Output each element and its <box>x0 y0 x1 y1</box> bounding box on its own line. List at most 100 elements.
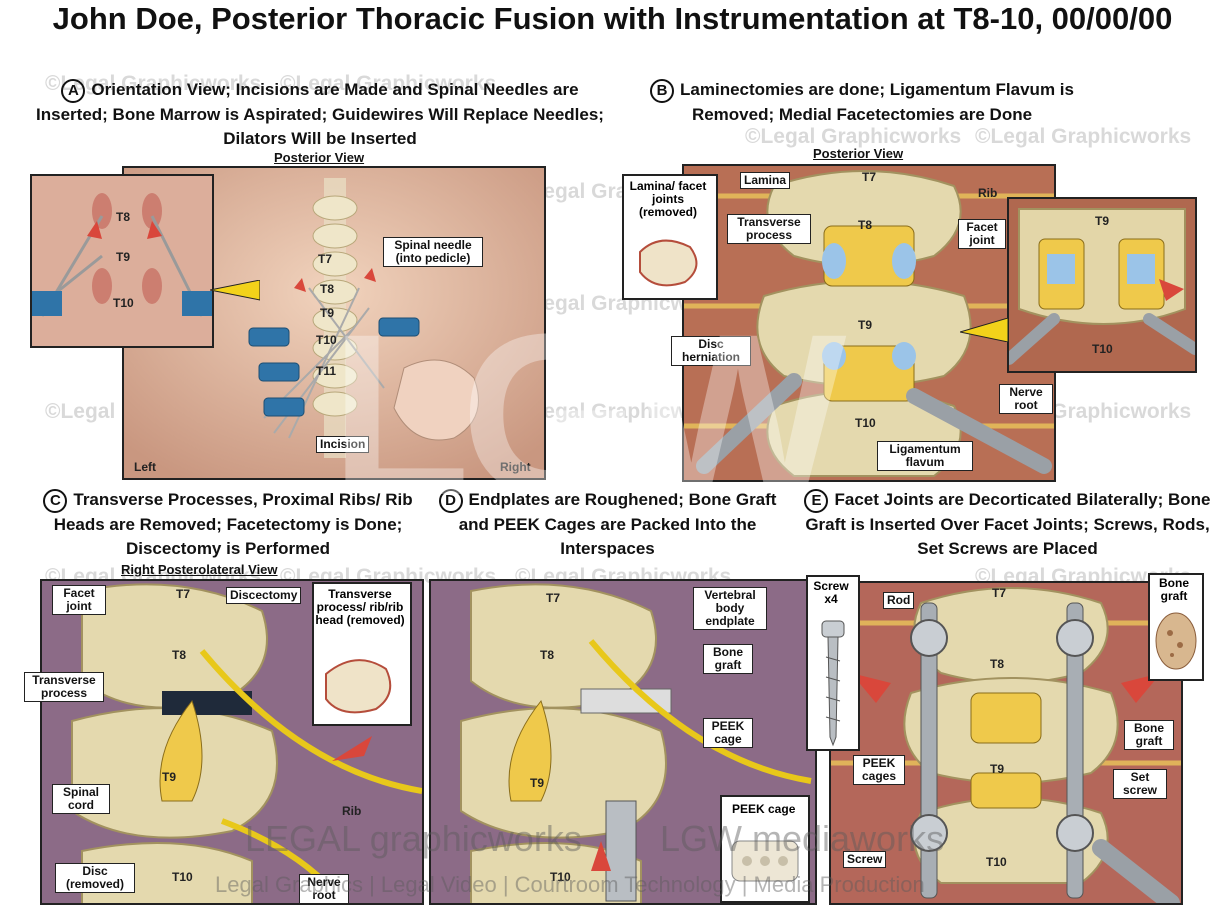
label-a-incision: Incision <box>316 436 370 453</box>
lgw-watermark-logo: LGW <box>330 286 846 543</box>
label-b-inset-t9: T9 <box>1095 214 1110 228</box>
label-d-t10: T10 <box>550 870 571 884</box>
label-d-bone-graft: Bone graft <box>703 644 753 674</box>
peek-cage-icon <box>731 840 799 882</box>
label-c-disc: Disc (removed) <box>55 863 135 893</box>
label-c-t10: T10 <box>172 870 193 884</box>
label-c-t7: T7 <box>176 587 191 601</box>
panel-d-peek-inset <box>720 795 810 903</box>
label-d-t9: T9 <box>530 776 545 790</box>
inset-laminectomy-illustration <box>1009 199 1195 371</box>
label-b-t8: T8 <box>858 218 873 232</box>
label-e-bone-graft: Bone graft <box>1124 720 1174 750</box>
label-e-set-screw: Set screw <box>1113 769 1167 799</box>
panel-b-removed-inset <box>622 174 718 300</box>
watermark: ©Legal Graphicworks <box>975 125 1192 148</box>
label-d-endplate: Vertebral body endplate <box>693 587 767 630</box>
label-e-screw-x4: Screw x4 <box>813 579 849 606</box>
footer-tagline: Legal Graphics | Legal Video | Courtroom… <box>215 872 925 897</box>
inset-needles-illustration <box>32 176 212 346</box>
panel-letter-c: C <box>43 488 68 513</box>
label-e-t10: T10 <box>986 855 1007 869</box>
label-e-bone-graft-top: Bone graft <box>1159 576 1189 603</box>
label-a-t7: T7 <box>318 252 333 266</box>
footer-brand-lgw: LGW mediaworks <box>660 818 945 859</box>
label-c-facet: Facet joint <box>52 585 106 615</box>
label-c-spinal-cord: Spinal cord <box>52 784 110 814</box>
label-e-screw: Screw <box>843 851 887 868</box>
label-b-nerve: Nerve root <box>999 384 1053 414</box>
label-b-transverse: Transverse process <box>727 214 811 244</box>
label-a-needle: Spinal needle (into pedicle) <box>383 237 483 267</box>
label-b-t9: T9 <box>858 318 873 332</box>
panel-letter-e: E <box>804 488 829 513</box>
watermark: ©Legal Graphicworks <box>515 400 732 423</box>
label-b-facet: Facet joint <box>958 219 1006 249</box>
label-a-left: Left <box>134 460 156 474</box>
inset-pointer-a <box>210 280 260 301</box>
caption-e-text: Facet Joints are Decorticated Bilaterall… <box>805 490 1211 558</box>
label-b-disc: Disc herniation <box>671 336 751 366</box>
removed-transverse-icon <box>325 659 392 714</box>
caption-c-text: Transverse Processes, Proximal Ribs/ Rib… <box>53 490 413 558</box>
panel-a-illustration <box>122 166 546 480</box>
panel-b-inset <box>1007 197 1197 373</box>
label-b-lamina-removed: Lamina/ facet joints (removed) <box>629 179 707 219</box>
footer-brand-legal: LEGAL graphicworks <box>245 818 582 859</box>
instrumentation-illustration <box>831 583 1181 903</box>
label-d-peek-inset: PEEK cage <box>732 802 796 816</box>
panel-e-screw-inset <box>806 575 860 751</box>
view-label-c: Right Posterolateral View <box>121 562 278 577</box>
label-c-t9: T9 <box>162 770 177 784</box>
caption-d-text: Endplates are Roughened; Bone Graft and … <box>458 490 777 558</box>
view-label-a: Posterior View <box>274 150 365 165</box>
removed-lamina-icon <box>639 239 698 287</box>
label-b-rib: Rib <box>978 186 998 200</box>
label-b-t7: T7 <box>862 170 877 184</box>
label-e-rod: Rod <box>883 592 915 609</box>
panel-c-removed-inset <box>312 582 412 726</box>
panel-e-graft-inset <box>1148 573 1204 681</box>
view-label-b: Posterior View <box>813 146 904 161</box>
label-b-lamina: Lamina <box>740 172 791 189</box>
page-title: John Doe, Posterior Thoracic Fusion with… <box>52 1 1173 36</box>
label-a-t9: T9 <box>320 306 335 320</box>
label-c-discectomy: Discectomy <box>226 587 302 604</box>
watermark: ©Legal Graphicworks <box>280 72 497 95</box>
label-a-t10: T10 <box>316 333 337 347</box>
label-d-t7: T7 <box>546 591 561 605</box>
label-b-inset-t10: T10 <box>1092 342 1113 356</box>
watermark: ©Legal Graphicworks <box>745 125 962 148</box>
label-b-ligamentum: Ligamentum flavum <box>877 441 973 471</box>
pedicle-screw-icon <box>821 620 845 747</box>
panel-letter-d: D <box>438 488 463 513</box>
label-b-t10: T10 <box>855 416 876 430</box>
label-c-nerve: Nerve root <box>299 874 349 904</box>
bone-graft-icon <box>1155 612 1197 670</box>
caption-b-text: Laminectomies are done; Ligamentum Flavu… <box>680 80 1074 124</box>
label-e-t7: T7 <box>992 586 1007 600</box>
label-c-rib: Rib <box>342 804 362 818</box>
label-e-t9: T9 <box>990 762 1005 776</box>
watermark: ©Legal Graphicworks <box>45 72 262 95</box>
label-d-peek: PEEK cage <box>703 718 753 748</box>
label-e-t8: T8 <box>990 657 1005 671</box>
inset-pointer-b <box>960 318 1008 342</box>
label-a-t8: T8 <box>320 282 335 296</box>
panel-a-inset <box>30 174 214 348</box>
panel-letter-b: B <box>650 78 675 103</box>
label-a-inset-t8: T8 <box>116 210 131 224</box>
label-c-t8: T8 <box>172 648 187 662</box>
label-a-inset-t10: T10 <box>113 296 134 310</box>
label-a-t11: T11 <box>316 364 337 378</box>
label-c-tp-removed: Transverse process/ rib/rib head (remove… <box>315 587 405 627</box>
panel-letter-a: A <box>61 78 86 103</box>
label-d-t8: T8 <box>540 648 555 662</box>
label-a-right: Right <box>500 460 531 474</box>
label-c-transverse: Transverse process <box>24 672 104 702</box>
